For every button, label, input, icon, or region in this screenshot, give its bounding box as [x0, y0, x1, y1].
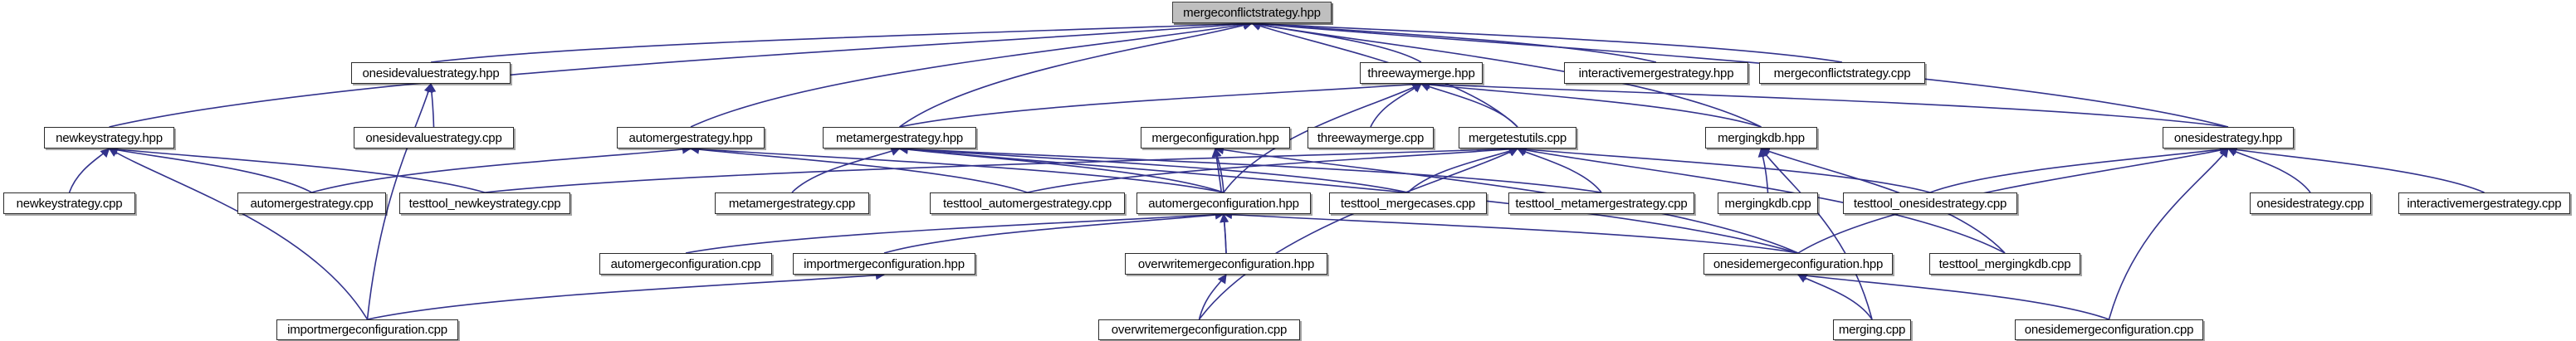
- graph-edge: [1220, 212, 1229, 254]
- graph-edge: [1214, 145, 1799, 254]
- graph-node-newkeystrategy-cpp[interactable]: newkeystrategy.cpp: [3, 192, 135, 214]
- graph-node-testtool-automergestrategy-cpp[interactable]: testtool_automergestrategy.cpp: [930, 192, 1125, 214]
- graph-edge: [1250, 19, 2229, 128]
- graph-edge: [690, 20, 1254, 128]
- graph-edge: [311, 144, 692, 193]
- graph-edge: [1370, 83, 1422, 128]
- graph-edge: [898, 144, 1409, 193]
- graph-edge: [109, 19, 1254, 128]
- graph-edge: [1250, 22, 1518, 128]
- graph-node-newkeystrategy-hpp[interactable]: newkeystrategy.hpp: [44, 127, 174, 149]
- graph-node-mergeconflictstrategy-cpp[interactable]: mergeconflictstrategy.cpp: [1759, 62, 1925, 84]
- graph-node-mergingkdb-hpp[interactable]: mergingkdb.hpp: [1705, 127, 1817, 149]
- graph-node-metamergestrategy-hpp[interactable]: metamergestrategy.hpp: [823, 127, 976, 149]
- graph-edge: [1797, 145, 2230, 254]
- graph-node-automergestrategy-cpp[interactable]: automergestrategy.cpp: [237, 192, 386, 214]
- graph-edge: [2227, 145, 2485, 193]
- graph-edge: [1420, 80, 1762, 128]
- graph-node-interactivemergestrategy-cpp[interactable]: interactivemergestrategy.cpp: [2398, 192, 2570, 214]
- graph-node-onesidemergeconfiguration-cpp[interactable]: onesidemergeconfiguration.cpp: [2015, 319, 2203, 340]
- graph-node-overwritemergeconfiguration-cpp[interactable]: overwritemergeconfiguration.cpp: [1098, 319, 1300, 340]
- graph-edge: [1027, 144, 1519, 193]
- graph-edge: [1516, 145, 2006, 254]
- graph-edge: [2227, 148, 2311, 193]
- graph-edge: [1420, 82, 1518, 128]
- graph-node-onesidestrategy-hpp[interactable]: onesidestrategy.hpp: [2163, 127, 2294, 149]
- graph-node-importmergeconfiguration-hpp[interactable]: importmergeconfiguration.hpp: [793, 253, 975, 275]
- graph-edge: [898, 144, 1602, 193]
- graph-node-mergeconfiguration-hpp[interactable]: mergeconfiguration.hpp: [1141, 127, 1290, 149]
- graph-edge: [1407, 147, 1519, 193]
- graph-edge: [1250, 20, 1762, 128]
- graph-edge: [1250, 19, 1843, 63]
- graph-edge: [1760, 147, 2006, 254]
- graph-node-mergingkdb-cpp[interactable]: mergingkdb.cpp: [1718, 192, 1818, 214]
- graph-edge: [68, 148, 110, 193]
- graph-edge: [883, 210, 1225, 254]
- graph-edge: [898, 144, 1799, 254]
- graph-edge: [899, 21, 1254, 128]
- graph-edge: [1516, 144, 1931, 193]
- graph-edge: [689, 144, 1224, 193]
- graph-node-testtool-mergingkdb-cpp[interactable]: testtool_mergingkdb.cpp: [1929, 253, 2080, 275]
- graph-node-onesidevaluestrategy-cpp[interactable]: onesidevaluestrategy.cpp: [354, 127, 514, 149]
- graph-node-mergeconflictstrategy-hpp[interactable]: mergeconflictstrategy.hpp: [1172, 2, 1332, 23]
- graph-edge: [899, 80, 1423, 128]
- graph-edge: [791, 147, 901, 193]
- graph-node-testtool-metamergestrategy-cpp[interactable]: testtool_metamergestrategy.cpp: [1508, 192, 1694, 214]
- graph-node-overwritemergeconfiguration-hpp[interactable]: overwritemergeconfiguration.hpp: [1125, 253, 1327, 275]
- graph-edge: [108, 145, 312, 193]
- graph-edge: [1420, 79, 2229, 128]
- graph-node-onesidestrategy-cpp[interactable]: onesidestrategy.cpp: [2250, 192, 2371, 214]
- graph-node-automergeconfiguration-cpp[interactable]: automergeconfiguration.cpp: [599, 253, 772, 275]
- graph-node-automergestrategy-hpp[interactable]: automergestrategy.hpp: [617, 127, 765, 149]
- graph-edge: [1797, 274, 1873, 320]
- graph-edge: [1929, 144, 2230, 193]
- graph-edge: [1198, 148, 1519, 320]
- graph-edge: [1222, 210, 1799, 254]
- graph-edge: [685, 210, 1225, 254]
- graph-node-testtool-newkeystrategy-cpp[interactable]: testtool_newkeystrategy.cpp: [399, 192, 570, 214]
- graph-edge: [484, 144, 1519, 193]
- graph-edge: [689, 144, 1028, 193]
- graph-node-testtool-onesidestrategy-cpp[interactable]: testtool_onesidestrategy.cpp: [1843, 192, 2017, 214]
- graph-edge: [108, 148, 369, 320]
- graph-node-testtool-mergecases-cpp[interactable]: testtool_mergecases.cpp: [1329, 192, 1487, 214]
- graph-node-threewaymerge-hpp[interactable]: threewaymerge.hpp: [1360, 62, 1483, 84]
- graph-edge: [430, 18, 1254, 63]
- graph-node-metamergestrategy-cpp[interactable]: metamergestrategy.cpp: [715, 192, 869, 214]
- graph-node-interactivemergestrategy-hpp[interactable]: interactivemergestrategy.hpp: [1564, 62, 1748, 84]
- graph-edge: [108, 144, 486, 193]
- graph-edge: [1198, 274, 1227, 320]
- graph-node-threewaymerge-cpp[interactable]: threewaymerge.cpp: [1308, 127, 1434, 149]
- graph-edge: [366, 82, 433, 320]
- graph-node-onesidemergeconfiguration-hpp[interactable]: onesidemergeconfiguration.hpp: [1703, 253, 1893, 275]
- graph-node-mergetestutils-cpp[interactable]: mergetestutils.cpp: [1459, 127, 1576, 149]
- graph-node-merging-cpp[interactable]: merging.cpp: [1833, 319, 1911, 340]
- graph-edge: [427, 82, 437, 128]
- graph-node-automergeconfiguration-hpp[interactable]: automergeconfiguration.hpp: [1136, 192, 1311, 214]
- graph-edge: [2108, 148, 2229, 320]
- graph-edge: [1796, 270, 2109, 320]
- graph-node-onesidevaluestrategy-hpp[interactable]: onesidevaluestrategy.hpp: [351, 62, 511, 84]
- graph-edge: [367, 270, 886, 320]
- graph-node-importmergeconfiguration-cpp[interactable]: importmergeconfiguration.cpp: [276, 319, 458, 340]
